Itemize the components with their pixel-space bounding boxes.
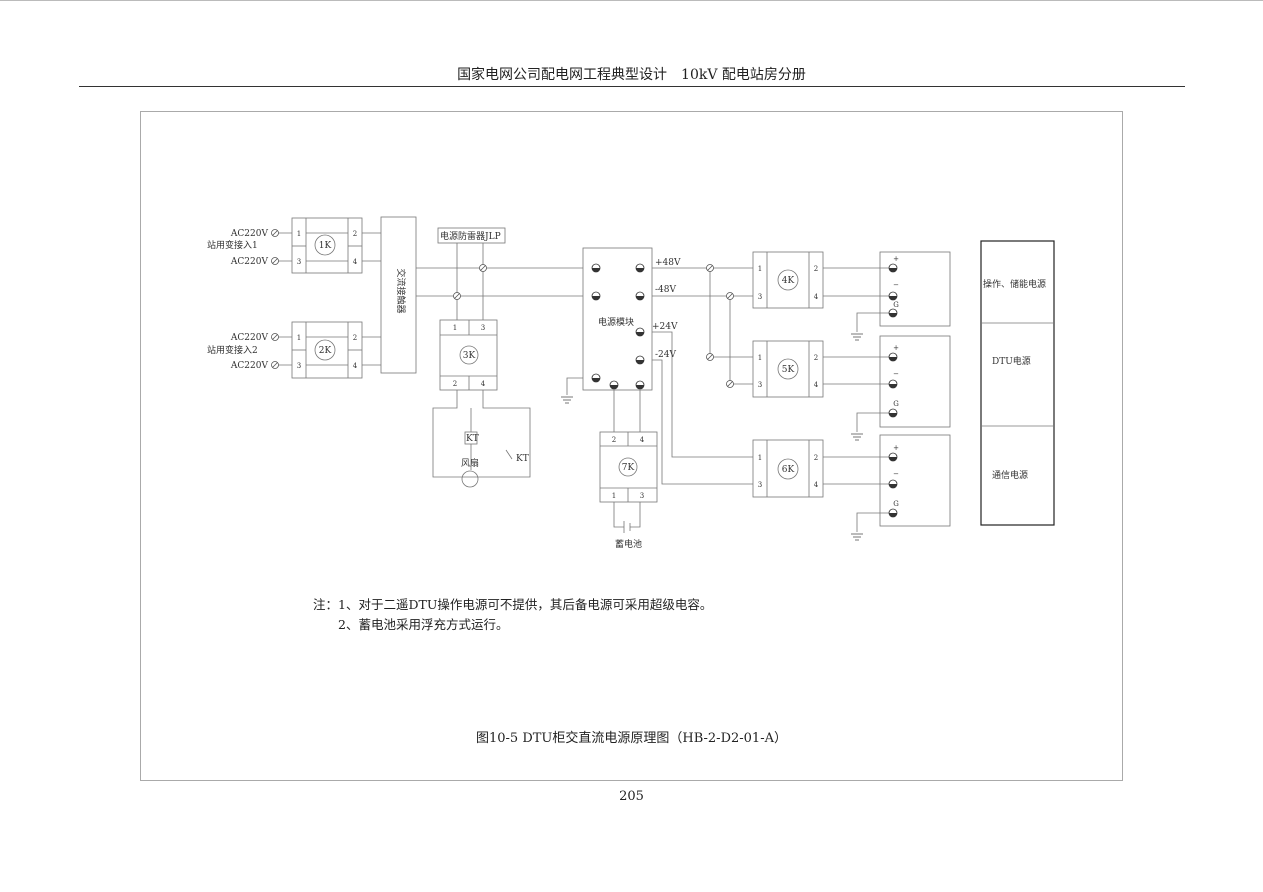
pin-label: 1 xyxy=(297,334,301,342)
pin-label: 4 xyxy=(481,380,486,388)
breaker-4k xyxy=(752,251,824,309)
pin-label: 3 xyxy=(297,362,301,370)
pin-label: 2 xyxy=(814,454,818,462)
pin-label: 3 xyxy=(481,324,485,332)
breaker-3k xyxy=(439,319,498,391)
note-1: 注：1、对于二遥DTU操作电源可不提供，其后备电源可采用超级电容。 xyxy=(313,597,713,612)
pin-label: 3 xyxy=(297,258,301,266)
pin-label: 4 xyxy=(814,381,819,389)
breaker-6k xyxy=(752,439,824,498)
pin-label: 2 xyxy=(353,334,357,342)
terminal-plus-label: + xyxy=(893,444,899,452)
fuses xyxy=(271,229,734,388)
k2-label: 2K xyxy=(319,346,332,356)
ac1-top-label: AC220V xyxy=(230,229,269,239)
breaker-5k xyxy=(752,340,824,398)
breaker-1k xyxy=(291,217,363,274)
load-panel xyxy=(980,240,1055,526)
kt-switch-label: KT xyxy=(516,454,529,464)
ac2-top-label: AC220V xyxy=(230,333,269,343)
pin-label: 4 xyxy=(814,293,819,301)
minus24-label: -24V xyxy=(655,350,676,360)
note-2: 2、蓄电池采用浮充方式运行。 xyxy=(338,617,509,632)
terminal-block-3 xyxy=(879,434,951,527)
pin-label: 2 xyxy=(612,436,616,444)
source1-label: 站用变接入1 xyxy=(207,239,258,251)
k1-label: 1K xyxy=(319,241,332,251)
terminal-block-1 xyxy=(879,251,951,327)
page-header: 国家电网公司配电网工程典型设计 10kV 配电站房分册 xyxy=(457,67,806,83)
k5-label: 5K xyxy=(782,365,795,375)
pin-label: 1 xyxy=(758,454,762,462)
ac-contactor xyxy=(380,216,417,374)
plus48-label: +48V xyxy=(655,258,681,268)
header-rule xyxy=(79,86,1185,87)
pin-label: 2 xyxy=(814,265,818,273)
power-module-label: 电源模块 xyxy=(598,316,634,328)
pin-label: 2 xyxy=(814,354,818,362)
pin-label: 3 xyxy=(640,492,644,500)
figure-caption: 图10-5 DTU柜交直流电源原理图（HB-2-D2-01-A） xyxy=(476,731,787,746)
k7-label: 7K xyxy=(622,463,635,473)
ac1-bottom-label: AC220V xyxy=(230,257,269,267)
pin-label: 3 xyxy=(758,293,762,301)
top-border xyxy=(0,0,1263,1)
pin-label: 4 xyxy=(353,362,358,370)
source2-label: 站用变接入2 xyxy=(207,344,258,356)
terminal-plus-label: + xyxy=(893,344,899,352)
k4-label: 4K xyxy=(782,276,795,286)
pin-label: 1 xyxy=(758,265,762,273)
terminals xyxy=(591,263,898,518)
terminal-ground-label: G xyxy=(893,400,899,408)
pin-label: 4 xyxy=(353,258,358,266)
ac2-bottom-label: AC220V xyxy=(230,361,269,371)
minus48-label: -48V xyxy=(655,285,676,295)
drawing-frame xyxy=(140,111,1123,781)
plus24-label: +24V xyxy=(652,322,678,332)
pin-label: 1 xyxy=(612,492,616,500)
terminal-minus-label: − xyxy=(893,370,899,378)
pin-label: 4 xyxy=(640,436,645,444)
k3-label: 3K xyxy=(463,351,476,361)
power-module xyxy=(582,247,653,391)
k6-label: 6K xyxy=(782,465,795,475)
breaker-7k xyxy=(599,431,658,503)
terminal-block-2 xyxy=(879,335,951,428)
terminal-plus-label: + xyxy=(893,255,899,263)
pin-label: 2 xyxy=(453,380,457,388)
pin-label: 2 xyxy=(353,230,357,238)
fan-label: 风扇 xyxy=(461,457,479,469)
terminal-ground-label: G xyxy=(893,301,899,309)
contactor-label: 交流接触器 xyxy=(395,268,407,313)
page-number: 205 xyxy=(619,789,644,804)
surge-label: 电源防雷器JLP xyxy=(440,230,501,242)
pin-label: 1 xyxy=(297,230,301,238)
terminal-minus-label: − xyxy=(893,281,899,289)
ground-symbols xyxy=(560,333,864,541)
pin-label: 1 xyxy=(453,324,457,332)
pin-label: 3 xyxy=(758,481,762,489)
pin-label: 1 xyxy=(758,354,762,362)
battery-label: 蓄电池 xyxy=(615,538,642,550)
pin-label: 3 xyxy=(758,381,762,389)
terminal-minus-label: − xyxy=(893,470,899,478)
load-comm-label: 通信电源 xyxy=(992,469,1028,481)
load-operation-label: 操作、储能电源 xyxy=(983,278,1046,290)
terminal-ground-label: G xyxy=(893,500,899,508)
kt-coil-label: KT xyxy=(466,434,479,444)
surge-protector xyxy=(437,227,506,244)
load-dtu-label: DTU电源 xyxy=(992,355,1031,367)
pin-label: 4 xyxy=(814,481,819,489)
